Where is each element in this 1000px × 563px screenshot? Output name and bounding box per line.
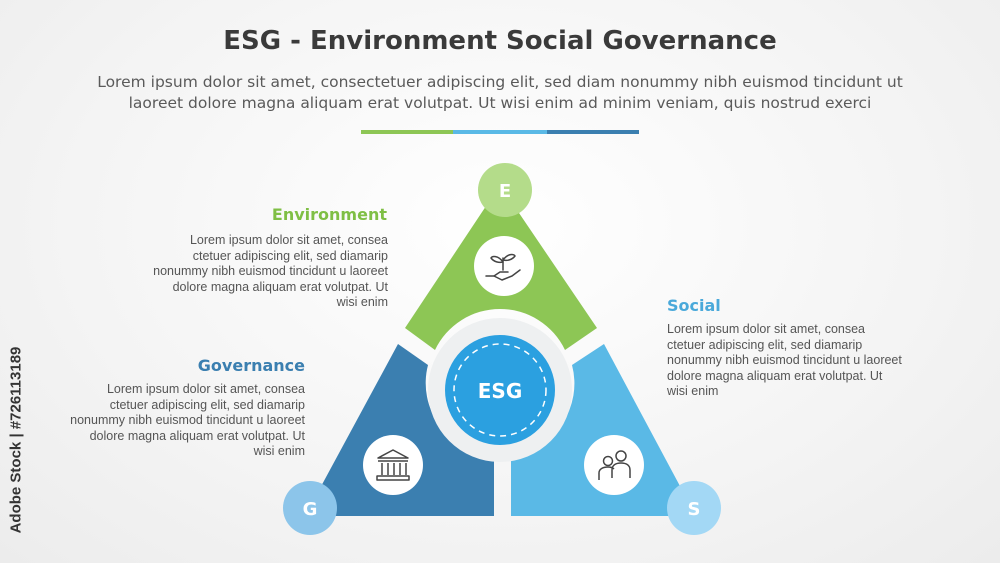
environment-letter-badge: E xyxy=(478,163,532,217)
center-dashed-ring xyxy=(453,343,547,437)
social-segment xyxy=(511,344,696,516)
plant-in-hand-icon xyxy=(485,253,521,281)
governance-text: Lorem ipsum dolor sit amet, consea ctetu… xyxy=(70,382,305,458)
social-title: Social xyxy=(667,296,721,315)
social-icon-badge xyxy=(584,435,644,495)
environment-letter: E xyxy=(499,181,511,202)
environment-text: Lorem ipsum dolor sit amet, consea ctetu… xyxy=(153,233,388,309)
center-label: ESG xyxy=(478,379,522,403)
watermark-text: Adobe Stock | #726113189 xyxy=(7,346,25,534)
divider-dark-blue xyxy=(547,130,639,134)
people-icon xyxy=(598,450,631,480)
governance-letter-badge: G xyxy=(283,481,337,535)
watermark: Adobe Stock | #726113189 xyxy=(6,330,26,550)
center-circle xyxy=(445,335,555,445)
governance-segment xyxy=(305,344,494,516)
social-text: Lorem ipsum dolor sit amet, consea ctetu… xyxy=(667,322,902,398)
page-title: ESG - Environment Social Governance xyxy=(223,26,777,56)
divider-light-blue xyxy=(453,130,547,134)
government-building-icon xyxy=(376,449,410,481)
social-letter-badge: S xyxy=(667,481,721,535)
page-subtitle: Lorem ipsum dolor sit amet, consectetuer… xyxy=(97,73,903,112)
governance-letter: G xyxy=(303,499,318,520)
environment-icon-badge xyxy=(474,236,534,296)
governance-title: Governance xyxy=(197,356,305,375)
governance-icon-badge xyxy=(363,435,423,495)
divider-green xyxy=(361,130,453,134)
social-letter: S xyxy=(688,499,701,520)
environment-title: Environment xyxy=(271,205,387,224)
